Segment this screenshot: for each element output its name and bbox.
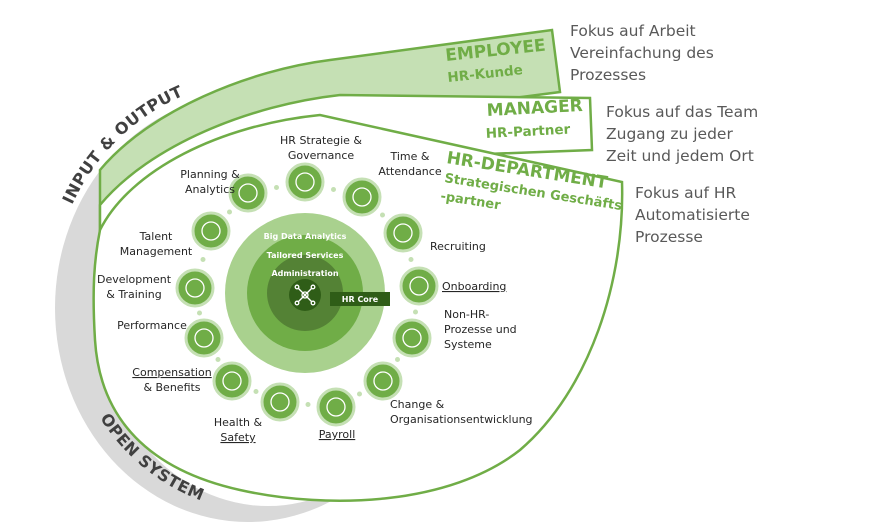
- function-label: Health &: [214, 416, 263, 429]
- clock-icon-glyph: [352, 187, 372, 207]
- hr-functions-ring: HR Strategie & Governance Time & Attendance…: [97, 134, 533, 444]
- change-cycle-icon-glyph: [373, 371, 393, 391]
- speedometer-icon: [184, 318, 224, 358]
- star-icon-glyph: [222, 371, 242, 391]
- plant-hand-icon-glyph: [201, 221, 221, 241]
- ring-connector: [215, 357, 221, 362]
- function-label: Time &: [390, 150, 430, 163]
- hr-core-label: HR Core: [342, 295, 379, 304]
- manager-focus-line: Fokus auf das Team: [606, 103, 759, 121]
- star-icon: [212, 361, 252, 401]
- function-label: Performance: [117, 319, 187, 332]
- ring-connector: [227, 209, 232, 215]
- function-label: Prozesse und: [444, 323, 517, 336]
- ring-connector: [274, 185, 279, 190]
- function-label: Analytics: [185, 183, 235, 196]
- function-label: HR Strategie &: [280, 134, 362, 147]
- function-label: Systeme: [444, 338, 492, 351]
- function-label: Attendance: [378, 165, 441, 178]
- chart-icon: [228, 173, 268, 213]
- manager-focus-text: Fokus auf das Team Zugang zu jeder Zeit …: [606, 101, 758, 167]
- employee-focus-line: Fokus auf Arbeit: [570, 22, 696, 40]
- manager-focus-line: Zugang zu jeder: [606, 125, 733, 143]
- chess-piece-icon: [285, 162, 325, 202]
- employee-focus-line: Vereinfachung des: [570, 44, 714, 62]
- ring-connector: [331, 187, 336, 192]
- hr-core-network-icon: [294, 284, 316, 306]
- function-label: Development: [97, 273, 172, 286]
- ring-connector: [253, 389, 259, 394]
- payroll-money-icon: [316, 387, 356, 427]
- ring-connector: [395, 357, 400, 362]
- ring-connector: [305, 402, 311, 407]
- onboarding-hi-icon: [399, 266, 439, 306]
- function-label: Onboarding: [442, 280, 506, 293]
- employee-subtitle: HR-Kunde: [447, 62, 524, 86]
- function-label: Talent: [139, 230, 173, 243]
- graduate-icon: [175, 268, 215, 308]
- function-label: Planning &: [180, 168, 240, 181]
- function-label: Management: [120, 245, 193, 258]
- plant-hand-icon: [191, 211, 231, 251]
- core-tailored-label: Tailored Services: [267, 251, 344, 260]
- magnifier-person-icon: [383, 213, 423, 253]
- function-label: Organisationsentwicklung: [390, 413, 533, 426]
- ring-connector: [380, 212, 385, 218]
- manager-subtitle: HR-Partner: [485, 122, 571, 142]
- graduate-icon-glyph: [185, 278, 205, 298]
- function-label: Non-HR-: [444, 308, 489, 321]
- change-cycle-icon: [363, 361, 403, 401]
- hr-department-focus-text: Fokus auf HR Automatisierte Prozesse: [635, 182, 750, 248]
- function-label: Governance: [288, 149, 355, 162]
- function-label: Change &: [390, 398, 445, 411]
- core-big-data-label: Big Data Analytics: [264, 232, 347, 241]
- heart-icon-glyph: [270, 392, 290, 412]
- heart-icon: [260, 382, 300, 422]
- function-label: Compensation: [132, 366, 211, 379]
- ring-connector: [408, 257, 414, 262]
- onboarding-hi-icon-glyph: [409, 276, 429, 296]
- manager-focus-line: Zeit und jedem Ort: [606, 147, 754, 165]
- hr-department-focus-line: Automatisierte: [635, 206, 750, 224]
- ring-connector: [200, 257, 206, 262]
- ring-connector: [197, 310, 202, 316]
- magnifier-person-icon-glyph: [393, 223, 413, 243]
- payroll-money-icon-glyph: [326, 397, 346, 417]
- core-administration-label: Administration: [271, 269, 338, 278]
- chess-piece-icon-glyph: [295, 172, 315, 192]
- connected-systems-icon: [392, 318, 432, 358]
- ring-connector: [357, 391, 362, 397]
- employee-focus-text: Fokus auf Arbeit Vereinfachung des Proze…: [570, 20, 714, 86]
- hr-core-badge: [330, 292, 390, 306]
- function-label: Safety: [220, 431, 256, 444]
- function-label: & Benefits: [143, 381, 200, 394]
- ring-connector: [413, 309, 418, 315]
- employee-focus-line: Prozesses: [570, 66, 647, 84]
- speedometer-icon-glyph: [194, 328, 214, 348]
- hr-department-focus-line: Fokus auf HR: [635, 184, 737, 202]
- function-label: Recruiting: [430, 240, 486, 253]
- hr-department-focus-line: Prozesse: [635, 228, 703, 246]
- clock-icon: [342, 177, 382, 217]
- connected-systems-icon-glyph: [402, 328, 422, 348]
- chart-icon-glyph: [238, 183, 258, 203]
- function-label: Payroll: [319, 428, 356, 441]
- function-label: & Training: [106, 288, 161, 301]
